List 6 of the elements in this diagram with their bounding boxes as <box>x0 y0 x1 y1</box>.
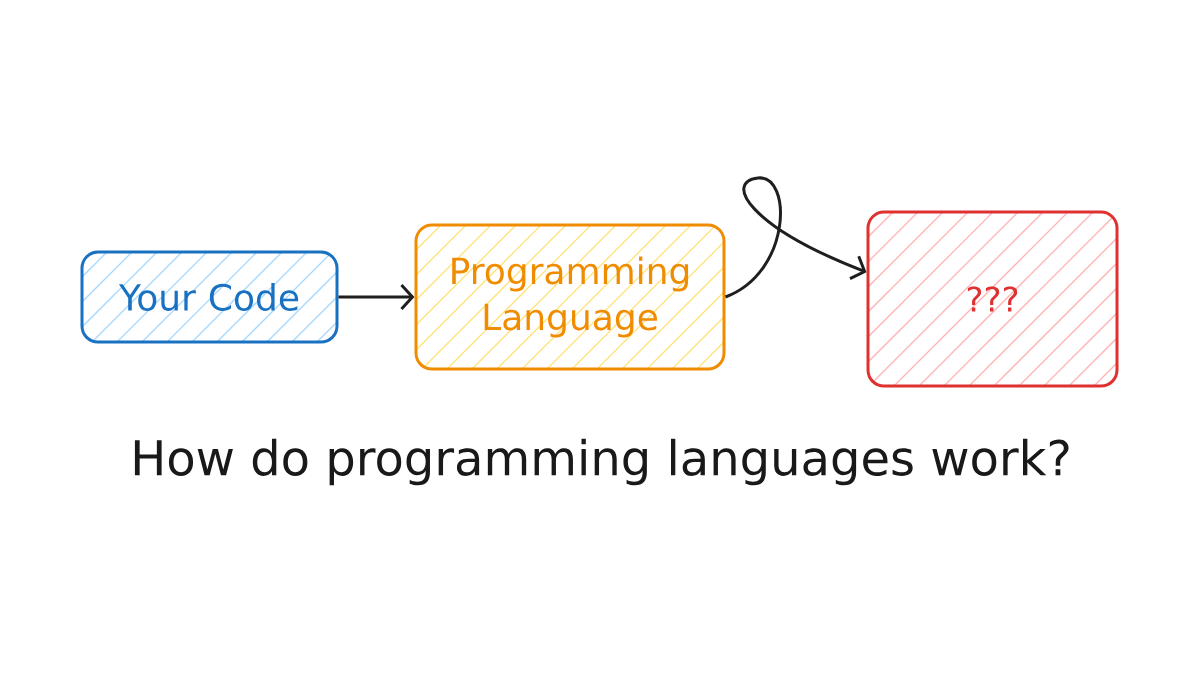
caption: How do programming languages work? <box>134 438 1069 486</box>
process-box: Your Code <box>80 250 339 344</box>
arrow <box>338 284 415 311</box>
process-box: Programming Language <box>414 223 726 371</box>
process-box: ??? <box>866 210 1119 388</box>
arrow <box>724 176 867 299</box>
